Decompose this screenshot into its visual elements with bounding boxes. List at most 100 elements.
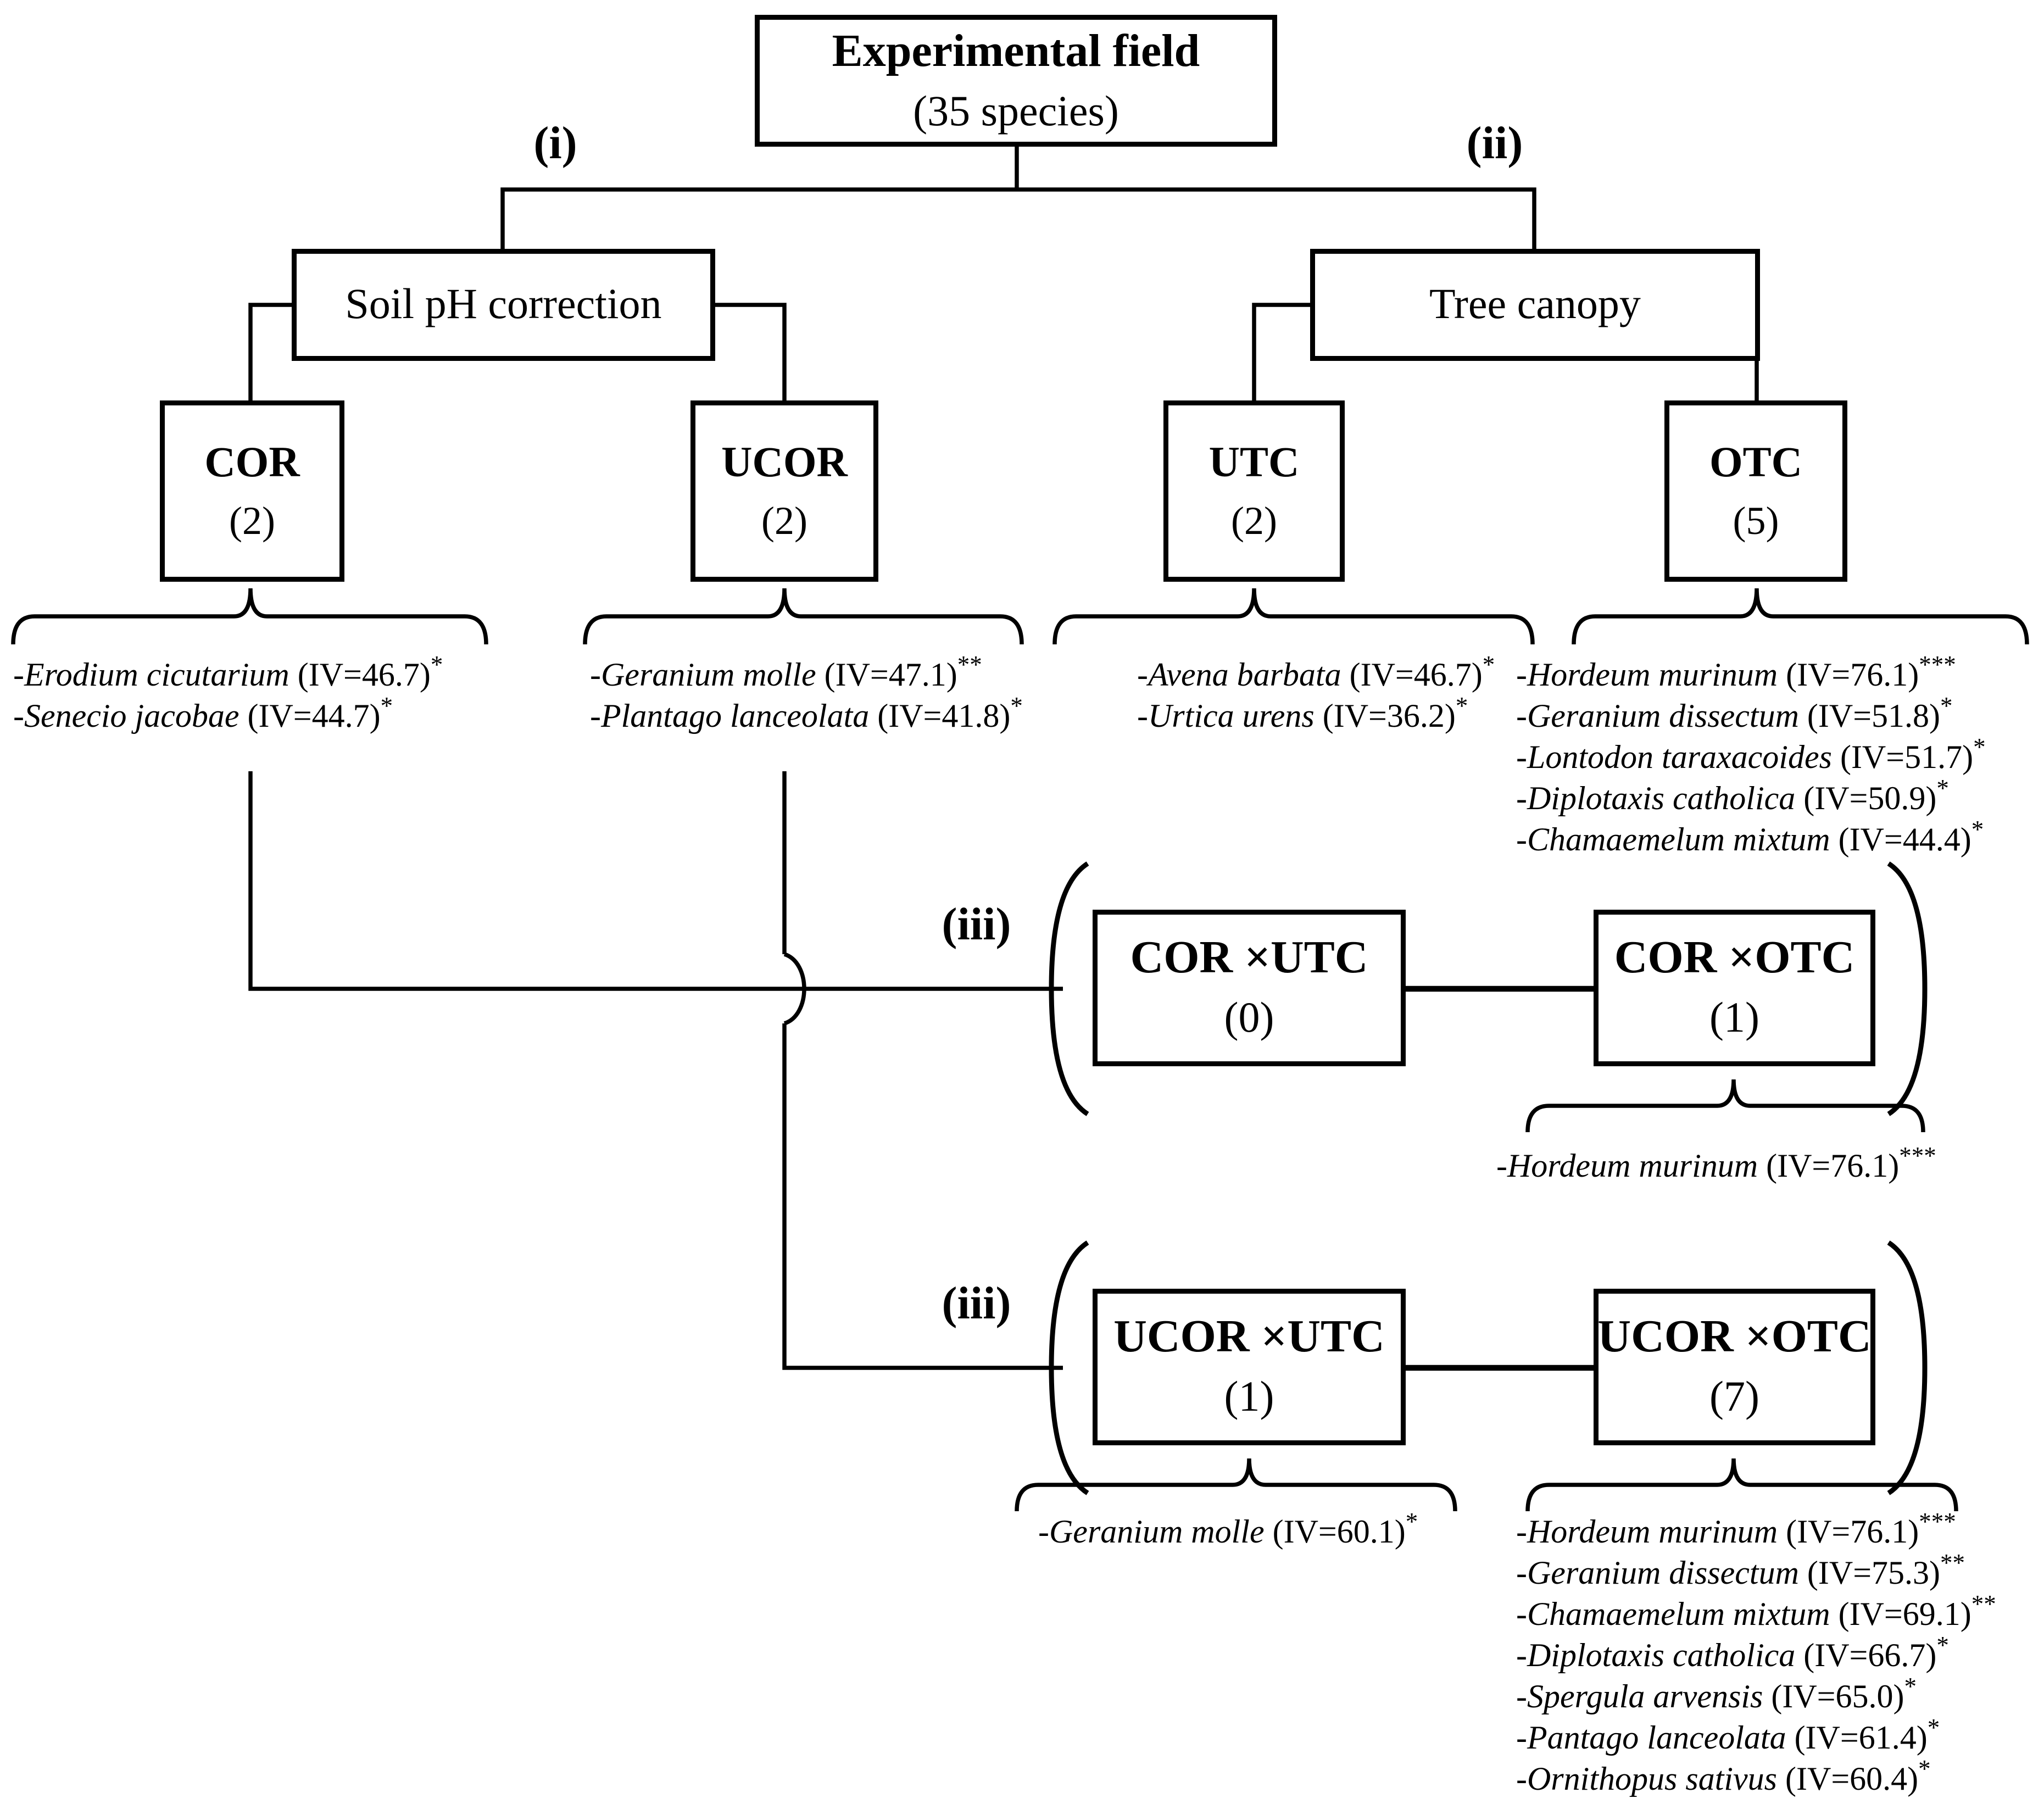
species-iv: (IV=47.1) xyxy=(816,658,957,694)
species-entry: -Geranium molle (IV=47.1)** xyxy=(590,654,1023,697)
brace-otc xyxy=(1572,588,2029,645)
otc-code: OTC xyxy=(1709,437,1803,486)
node-cor-x-otc: COR ×OTC (1) xyxy=(1594,910,1875,1066)
species-iv: (IV=61.4) xyxy=(1786,1721,1928,1757)
edge-root-split xyxy=(500,187,1536,249)
species-iv: (IV=51.7) xyxy=(1831,740,1974,776)
node-ucor: UCOR (2) xyxy=(690,400,878,582)
ucor-utc-code: UCOR ×UTC xyxy=(1113,1312,1385,1363)
species-iv: (IV=44.4) xyxy=(1830,822,1971,859)
species-iv: (IV=44.7) xyxy=(239,699,381,735)
node-cor: COR (2) xyxy=(160,400,344,582)
species-name: -Hordeum murinum xyxy=(1516,658,1778,694)
species-name: -Geranium molle xyxy=(1038,1515,1265,1551)
species-significance: *** xyxy=(1919,1510,1956,1537)
species-significance: * xyxy=(1482,653,1495,680)
species-significance: * xyxy=(1927,1716,1940,1743)
species-significance: * xyxy=(1455,694,1468,721)
label-interaction-row2: (iii) xyxy=(942,1279,1011,1330)
cor-otc-code: COR ×OTC xyxy=(1614,933,1855,984)
species-iv: (IV=66.7) xyxy=(1795,1638,1937,1674)
species-name: -Geranium molle xyxy=(590,658,816,694)
species-entry: -Chamaemelum mixtum (IV=44.4)* xyxy=(1516,818,1986,862)
brace-cor xyxy=(11,588,488,645)
bracket-close-row2 xyxy=(1887,1240,1928,1495)
species-name: -Chamaemelum mixtum xyxy=(1516,1597,1830,1633)
node-tree-canopy: Tree canopy xyxy=(1310,249,1760,361)
species-entry: -Hordeum murinum (IV=76.1)*** xyxy=(1516,654,1986,697)
brace-ucor-otc xyxy=(1525,1458,1958,1512)
species-iv: (IV=46.7) xyxy=(1341,658,1483,694)
species-iv: (IV=60.1) xyxy=(1264,1515,1406,1551)
species-name: -Pantago lanceolata xyxy=(1516,1721,1786,1757)
species-significance: * xyxy=(430,653,443,680)
species-iv: (IV=75.3) xyxy=(1798,1556,1941,1592)
cor-utc-code: COR ×UTC xyxy=(1130,933,1368,984)
bracket-open-row1 xyxy=(1049,861,1089,1116)
node-utc: UTC (2) xyxy=(1163,400,1345,582)
species-name: -Hordeum murinum xyxy=(1516,1515,1778,1551)
species-iv: (IV=50.9) xyxy=(1795,781,1937,817)
species-entry: -Ornithopus sativus (IV=60.4)* xyxy=(1516,1758,1996,1801)
species-name: -Ornithopus sativus xyxy=(1516,1762,1778,1798)
species-name: -Diplotaxis catholica xyxy=(1516,781,1796,817)
brace-ucor xyxy=(583,588,1024,645)
species-entry: -Diplotaxis catholica (IV=66.7)* xyxy=(1516,1635,1996,1678)
species-list-cor: -Erodium cicutarium (IV=46.7)* -Senecio … xyxy=(13,653,443,738)
species-significance: ** xyxy=(1971,1593,1996,1619)
edge-soil-cor xyxy=(248,303,292,400)
species-entry: -Geranium dissectum (IV=51.8)* xyxy=(1516,695,1986,738)
root-subtitle: (35 species) xyxy=(913,86,1119,135)
species-name: -Spergula arvensis xyxy=(1516,1679,1763,1716)
edge-soil-ucor xyxy=(715,303,787,400)
species-iv: (IV=76.1) xyxy=(1778,658,1919,694)
species-list-ucor-utc: -Geranium molle (IV=60.1)* xyxy=(1038,1510,1418,1554)
species-name: -Hordeum murinum xyxy=(1496,1149,1758,1185)
species-entry: -Senecio jacobae (IV=44.7)* xyxy=(13,694,443,738)
ucor-otc-count: (7) xyxy=(1709,1373,1759,1421)
edge-ucor-stem-lower xyxy=(782,1023,1063,1370)
brace-cor-otc xyxy=(1525,1079,1925,1133)
species-significance: * xyxy=(1405,1510,1418,1537)
node-soil-ph-correction: Soil pH correction xyxy=(292,249,715,361)
species-list-ucor-otc: -Hordeum murinum (IV=76.1)*** -Geranium … xyxy=(1516,1510,1996,1801)
bracket-open-row2 xyxy=(1049,1240,1089,1495)
node-ucor-x-utc: UCOR ×UTC (1) xyxy=(1093,1289,1406,1445)
species-significance: * xyxy=(380,694,393,721)
species-significance: *** xyxy=(1899,1144,1936,1171)
species-entry: -Erodium cicutarium (IV=46.7)* xyxy=(13,653,443,697)
node-otc: OTC (5) xyxy=(1664,400,1847,582)
cor-count: (2) xyxy=(229,500,275,543)
bracket-close-row1 xyxy=(1887,861,1928,1116)
species-name: -Erodium cicutarium xyxy=(13,658,289,694)
species-entry: -Plantago lanceolata (IV=41.8)* xyxy=(590,695,1023,738)
species-entry: -Chamaemelum mixtum (IV=69.1)** xyxy=(1516,1593,1996,1636)
ucor-utc-count: (1) xyxy=(1224,1373,1274,1421)
species-iv: (IV=41.8) xyxy=(869,699,1011,735)
brace-utc xyxy=(1052,588,1535,645)
cor-utc-count: (0) xyxy=(1224,994,1274,1042)
edge-cor-stem xyxy=(248,771,1063,991)
species-name: -Geranium dissectum xyxy=(1516,699,1799,735)
otc-count: (5) xyxy=(1733,500,1779,543)
species-list-otc: -Hordeum murinum (IV=76.1)*** -Geranium … xyxy=(1516,654,1986,862)
species-iv: (IV=60.4) xyxy=(1777,1762,1919,1798)
species-entry: -Avena barbata (IV=46.7)* xyxy=(1137,653,1495,697)
label-branch-i: (i) xyxy=(533,119,577,170)
ucor-count: (2) xyxy=(761,500,807,543)
species-iv: (IV=36.2) xyxy=(1314,699,1456,735)
node-ucor-x-otc: UCOR ×OTC (7) xyxy=(1594,1289,1875,1445)
species-name: -Geranium dissectum xyxy=(1516,1556,1799,1592)
species-significance: * xyxy=(1971,818,1984,845)
species-iv: (IV=65.0) xyxy=(1763,1679,1904,1716)
species-significance: * xyxy=(1973,736,1986,762)
species-significance: ** xyxy=(1940,1551,1965,1578)
species-entry: -Geranium dissectum (IV=75.3)** xyxy=(1516,1551,1996,1595)
species-entry: -Hordeum murinum (IV=76.1)*** xyxy=(1516,1510,1996,1554)
species-name: -Avena barbata xyxy=(1137,658,1341,694)
factor-canopy-label: Tree canopy xyxy=(1429,280,1641,328)
node-experimental-field: Experimental field (35 species) xyxy=(755,15,1277,147)
species-entry: -Pantago lanceolata (IV=61.4)* xyxy=(1516,1716,1996,1760)
utc-count: (2) xyxy=(1231,500,1277,543)
species-name: -Urtica urens xyxy=(1137,699,1315,735)
